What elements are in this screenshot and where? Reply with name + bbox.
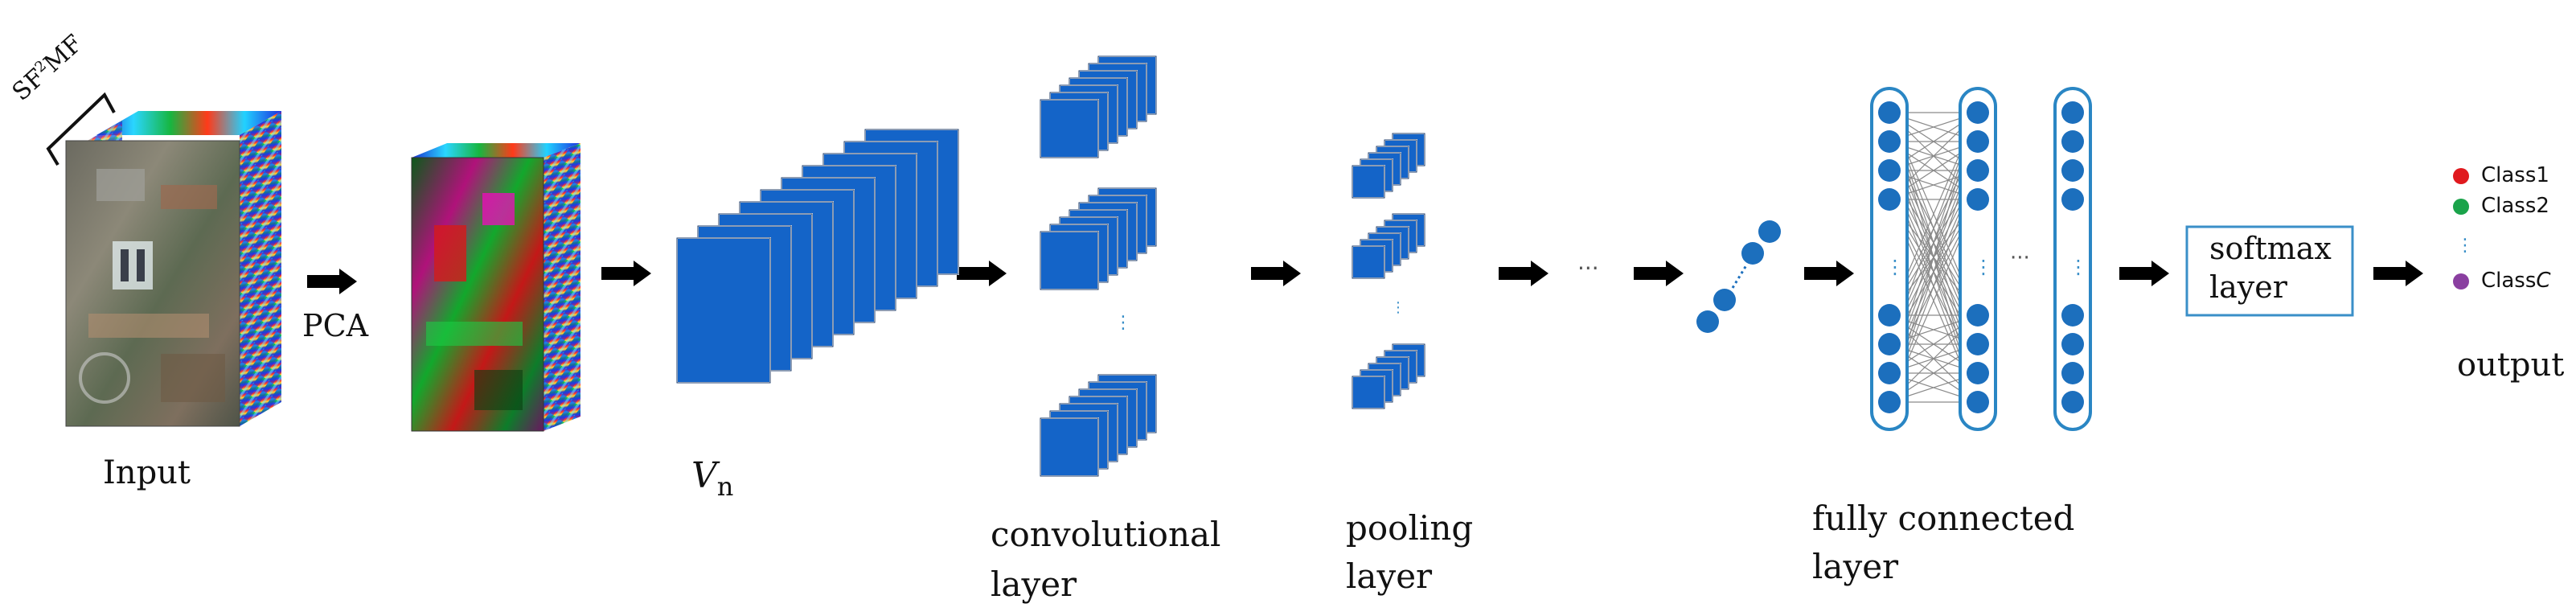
fully-connected-network: ⋮ ⋮ ⋮ <box>1870 87 2092 431</box>
arrow-pca-vn <box>601 261 651 286</box>
fc-column-dots: ⋮ <box>1885 256 1905 278</box>
fc-node <box>1878 304 1901 326</box>
arrow-input-pca <box>307 269 357 294</box>
classC-dot <box>2453 273 2469 290</box>
pool-stack-1 <box>1352 133 1425 199</box>
fc-node <box>1967 101 1989 124</box>
class2-dot <box>2453 199 2469 215</box>
pool-stack-3 <box>1352 343 1425 409</box>
fc-column-dots: ⋮ <box>1974 256 1993 278</box>
fc-node <box>1878 130 1901 153</box>
arrow-softmax-output <box>2373 261 2423 286</box>
fc-layer-label-line2: layer <box>1812 547 1899 586</box>
pool-vertical-dots: ⋮ <box>1391 299 1405 316</box>
fc-node <box>1967 130 1989 153</box>
vn-label: Vn <box>691 455 734 502</box>
class2-label: Class2 <box>2481 194 2549 218</box>
conv-stack-2 <box>1040 187 1157 290</box>
conv-stack-3 <box>1040 374 1157 477</box>
classC-label: ClassC <box>2481 269 2551 293</box>
conv-layer-label-line2: layer <box>991 565 1077 604</box>
fc-layer-label-line1: fully connected <box>1812 499 2075 538</box>
arrow-fc-softmax <box>2119 261 2169 286</box>
softmax-label-line2: layer <box>2209 269 2287 305</box>
pool-layer-label-line2: layer <box>1346 556 1433 596</box>
fc-node <box>2061 188 2084 211</box>
fc-node <box>1878 159 1901 182</box>
fc-ellipsis: ··· <box>2010 246 2030 270</box>
arrow-pool-ellipsis <box>1499 261 1548 286</box>
conv-layer-label-line1: convolutional <box>991 515 1221 554</box>
output-label: output <box>2457 347 2565 384</box>
fc-column-2: ⋮ <box>1959 87 1997 431</box>
fc-node <box>1967 362 1989 384</box>
arrows <box>307 261 2423 294</box>
fc-node <box>1878 101 1901 124</box>
ellipsis-between-layers: ··· <box>1577 255 1599 281</box>
fc-node <box>1967 391 1989 413</box>
fc-node <box>1967 333 1989 355</box>
sf2mf-bracket <box>46 92 116 166</box>
pca-label: PCA <box>302 308 369 343</box>
fc-node <box>2061 101 2084 124</box>
fc-node <box>1878 391 1901 413</box>
conv-vertical-dots: ⋮ <box>1114 313 1132 333</box>
fc-column-dots: ⋮ <box>2069 256 2088 278</box>
fc-node <box>2061 333 2084 355</box>
softmax-box <box>2185 225 2354 317</box>
fc-node <box>2061 391 2084 413</box>
pca-cube <box>411 143 580 432</box>
convolutional-layer-stacks <box>1040 55 1157 477</box>
arrow-flatten-fc <box>1804 261 1854 286</box>
class1-label: Class1 <box>2481 163 2549 187</box>
fc-column-3: ⋮ <box>2053 87 2092 431</box>
arrow-ellipsis-flatten <box>1634 261 1684 286</box>
fc-node <box>2061 159 2084 182</box>
fc-node <box>2061 362 2084 384</box>
fc-node <box>2061 130 2084 153</box>
flatten-node-line <box>1696 220 1781 333</box>
pool-stack-2 <box>1352 213 1425 279</box>
conv-stack-1 <box>1040 55 1157 158</box>
arrow-vn-conv <box>957 261 1007 286</box>
fc-node <box>2061 304 2084 326</box>
class1-dot <box>2453 168 2469 184</box>
fc-node <box>1967 159 1989 182</box>
pool-layer-label-line1: pooling <box>1346 508 1474 548</box>
pooling-layer-stacks <box>1352 133 1425 409</box>
input-label: Input <box>103 454 191 491</box>
vn-feature-stack <box>676 129 959 384</box>
fc-node <box>1967 188 1989 211</box>
fc-node <box>1878 333 1901 355</box>
class-vertical-dots: ⋮ <box>2456 236 2474 256</box>
output-classes: ⋮ <box>2453 168 2474 290</box>
fc-node <box>1878 362 1901 384</box>
softmax-label-line1: softmax <box>2209 231 2332 266</box>
arrow-conv-pool <box>1251 261 1301 286</box>
input-hyperspectral-cube <box>65 111 281 427</box>
vn-slab-stack <box>676 129 959 384</box>
fc-node <box>1967 304 1989 326</box>
fc-node <box>1878 188 1901 211</box>
fc-column-1: ⋮ <box>1870 87 1909 431</box>
